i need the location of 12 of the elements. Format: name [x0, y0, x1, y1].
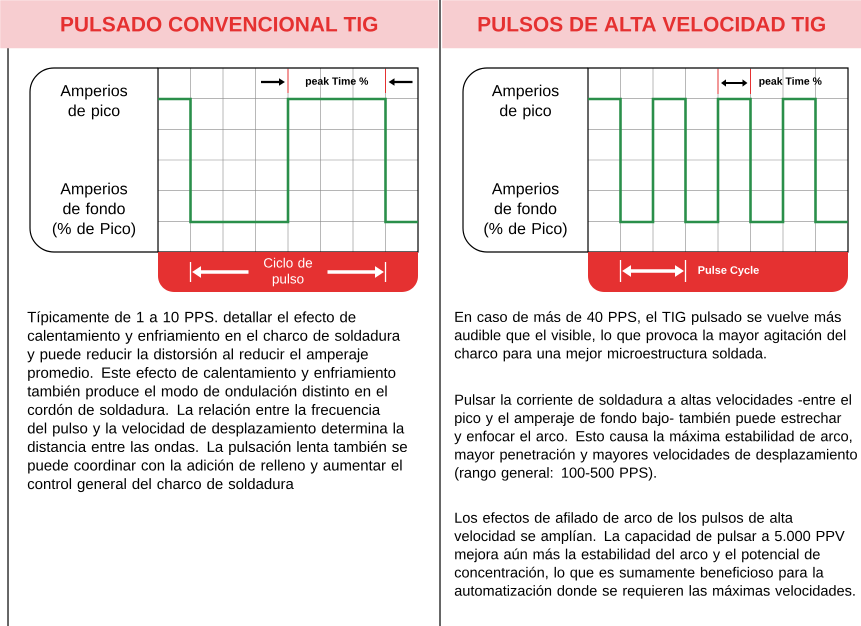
- pulse-cycle-band: Ciclo de pulso: [158, 252, 418, 292]
- header-band: PULSOS DE ALTA VELOCIDAD TIG: [442, 0, 861, 48]
- paragraph: En caso de más de 40 PPS, el TIG pulsado se vuelve más audible que el visible, lo que provoca la mayor agitación del charco para una mejor microestructura soldada.: [454, 311, 846, 362]
- header-band: PULSADO CONVENCIONAL TIG: [0, 0, 438, 48]
- paragraph: Los efectos de afilado de arco de los pulsos de alta velocidad se amplían. La capacidad de pulsar a 5.000 PPV mejora aún más la estabilidad del arco y el potencial de concentración, lo que es sumamente beneficioso para la automatización donde se requieren las máximas velocidades.: [454, 512, 855, 599]
- peak-time-label: peak Time %: [759, 77, 822, 87]
- pulse-cycle-band: Pulse Cycle: [588, 252, 848, 292]
- paragraph: Pulsar la corriente de soldadura a altas velocidades -entre el pico y el amperaje de fondo bajo- también puede estrechar y enfocar el arco. Esto causa la máxima estabilidad de arco, mayor penetración y mayores velocidades de desplazamiento (rango general: 100-500 PPS).: [454, 394, 857, 481]
- peak-time-label: peak Time %: [306, 77, 368, 87]
- paragraph: Típicamente de 1 a 10 PPS. detallar el efecto de calentamiento y enfriamiento en el charco de soldadura y puede reducir la distorsión al reducir el amperaje promedio. Este efecto de calentamiento y enfriamiento también produce el modo de ondulación distinto en el cordón de soldadura. La relación entre la frecuencia del pulso y la velocidad de desplazamiento determina la distancia entre las ondas. La pulsación lenta también se puede coordinar con la adición de relleno y aumentar el control general del charco de soldadura: [27, 311, 407, 492]
- axis-label-box: Amperios de pico Amperios de fondo (% de Pico): [462, 67, 588, 253]
- axis-label-box: Amperios de pico Amperios de fondo (% de Pico): [29, 67, 158, 253]
